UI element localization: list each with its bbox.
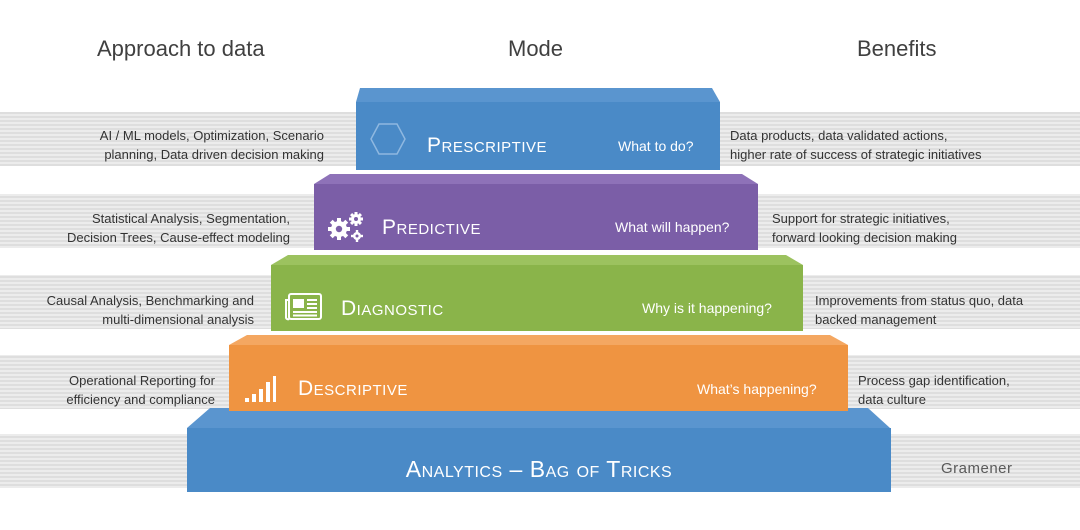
- descriptive-approach-line-2: efficiency and compliance: [66, 392, 215, 407]
- descriptive-step-top: [229, 335, 848, 345]
- brand-logo-text: Gramener: [941, 460, 1013, 477]
- descriptive-benefits: Process gap identification, data culture: [858, 371, 1010, 409]
- predictive-title: Predictive: [382, 216, 482, 239]
- descriptive-benefits-line-2: data culture: [858, 392, 926, 407]
- diagnostic-benefits-line-1: Improvements from status quo, data: [815, 293, 1024, 308]
- diagnostic-approach-line-2: multi-dimensional analysis: [102, 312, 254, 327]
- diagnostic-benefits-line-2: backed management: [815, 312, 937, 327]
- prescriptive-benefits: Data products, data validated actions, h…: [730, 126, 981, 164]
- predictive-benefits: Support for strategic initiatives, forwa…: [772, 209, 957, 247]
- diagnostic-approach: Causal Analysis, Benchmarking and multi-…: [47, 291, 254, 329]
- approach-header: Approach to data: [97, 36, 265, 61]
- predictive-approach-line-2: Decision Trees, Cause-effect modeling: [66, 230, 290, 245]
- diagnostic-step-top: [271, 255, 803, 265]
- prescriptive-title: Prescriptive: [427, 134, 548, 157]
- descriptive-approach-line-1: Operational Reporting for: [69, 373, 215, 388]
- descriptive-title: Descriptive: [298, 377, 408, 400]
- diagnostic-approach-line-1: Causal Analysis, Benchmarking and: [46, 293, 254, 308]
- prescriptive-benefits-line-2: higher rate of success of strategic init…: [730, 147, 982, 162]
- benefits-header: Benefits: [857, 36, 937, 61]
- diagnostic-question: Why is it happening?: [642, 300, 772, 316]
- prescriptive-approach-line-1: AI / ML models, Optimization, Scenario: [99, 128, 324, 143]
- prescriptive-approach: AI / ML models, Optimization, Scenario p…: [100, 126, 324, 164]
- predictive-step-face: [314, 184, 758, 250]
- prescriptive-step-face: [356, 102, 720, 170]
- predictive-approach: Statistical Analysis, Segmentation, Deci…: [67, 209, 290, 247]
- base-step-face: [187, 428, 891, 492]
- predictive-benefits-line-1: Support for strategic initiatives,: [772, 211, 950, 226]
- prescriptive-step-top: [356, 88, 720, 102]
- prescriptive-question: What to do?: [618, 138, 694, 154]
- base-title: Analytics – Bag of Tricks: [405, 456, 673, 482]
- predictive-approach-line-1: Statistical Analysis, Segmentation,: [92, 211, 290, 226]
- hexagon-icon: [370, 122, 406, 161]
- base-step-top: [187, 408, 890, 428]
- prescriptive-approach-line-2: planning, Data driven decision making: [104, 147, 324, 162]
- descriptive-benefits-line-1: Process gap identification,: [858, 373, 1010, 388]
- descriptive-approach: Operational Reporting for efficiency and…: [66, 371, 215, 409]
- descriptive-step-face: [229, 345, 848, 411]
- bar-signal-icon: [243, 374, 277, 409]
- mode-header: Mode: [508, 36, 564, 61]
- predictive-step-top: [314, 174, 758, 184]
- newspaper-icon: [284, 292, 324, 327]
- predictive-benefits-line-2: forward looking decision making: [772, 230, 957, 245]
- prescriptive-benefits-line-1: Data products, data validated actions,: [730, 128, 948, 143]
- diagnostic-step-face: [271, 265, 803, 331]
- diagnostic-benefits: Improvements from status quo, data backe…: [815, 291, 1023, 329]
- descriptive-question: What’s happening?: [697, 381, 817, 397]
- diagnostic-title: Diagnostic: [341, 297, 444, 320]
- gears-icon: [327, 210, 367, 249]
- predictive-question: What will happen?: [615, 219, 730, 235]
